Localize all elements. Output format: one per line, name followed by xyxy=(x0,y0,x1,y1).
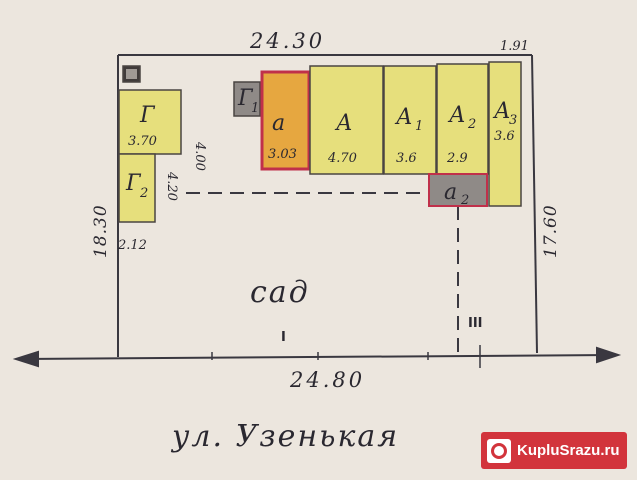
sub-a2: 2 xyxy=(460,193,469,208)
garden-label: сад xyxy=(250,275,310,310)
label-a2: а xyxy=(444,180,457,205)
building-g1 xyxy=(233,81,261,117)
search-icon xyxy=(487,438,511,463)
street-label: ул. Узенькая xyxy=(170,419,399,454)
watermark-badge: KupluSrazu.ru xyxy=(481,432,627,469)
sub-A1: 1 xyxy=(415,119,423,134)
label-g1: Г xyxy=(237,86,254,111)
building-g2 xyxy=(118,153,156,223)
building-a xyxy=(260,70,311,171)
sub-A2: 2 xyxy=(467,117,476,132)
dim-top-small: 1.91 xyxy=(500,39,529,54)
boundary-right xyxy=(531,54,538,354)
dashed-lines xyxy=(186,192,459,352)
marker-3: III xyxy=(468,316,483,331)
building-A1 xyxy=(383,65,437,175)
dim-g2-bottom: 2.12 xyxy=(117,238,147,253)
sub-g2: 2 xyxy=(139,186,148,201)
buildings xyxy=(118,61,522,223)
label-g: Г xyxy=(139,103,156,128)
label-A1: А xyxy=(394,105,413,130)
building-g xyxy=(118,89,182,155)
dim-A1: 3.6 xyxy=(396,151,417,166)
marker-1: I xyxy=(281,330,286,345)
watermark-text: KupluSrazu.ru xyxy=(517,442,620,459)
dim-right: 17.60 xyxy=(541,204,561,258)
dimensions: 24.30 1.91 24.80 18.30 17.60 4.00 4.20 2… xyxy=(91,29,561,392)
dim-A3: 3.6 xyxy=(494,129,515,144)
building-A3 xyxy=(488,61,522,207)
building-a2 xyxy=(428,173,488,207)
arrow-right-icon xyxy=(596,346,622,364)
sub-A3: 3 xyxy=(509,113,517,128)
label-A: А xyxy=(334,111,353,136)
sub-g1: 1 xyxy=(251,101,259,116)
building-A xyxy=(309,65,384,175)
building-labels: Г 3.70 Г 2 Г 1 а 3.03 А 4.70 А 1 3.6 А 2… xyxy=(125,86,517,208)
dim-left: 18.30 xyxy=(91,204,111,258)
label-A2: А xyxy=(447,103,466,128)
plot-boundary xyxy=(117,54,538,357)
dim-g: 3.70 xyxy=(128,134,157,149)
dim-g-side: 4.00 xyxy=(192,141,207,171)
dim-A: 4.70 xyxy=(327,151,357,166)
label-a: а xyxy=(272,111,285,136)
dim-A2: 2.9 xyxy=(446,151,468,166)
building-A2 xyxy=(436,63,489,175)
street-line xyxy=(12,345,622,368)
dim-a: 3.03 xyxy=(268,147,297,162)
arrow-left-icon xyxy=(12,350,39,368)
dim-top: 24.30 xyxy=(249,29,325,53)
label-A3: А xyxy=(492,99,511,124)
dim-g2-side: 4.20 xyxy=(164,171,179,201)
label-g2: Г xyxy=(125,171,142,196)
dim-bottom: 24.80 xyxy=(289,368,365,392)
